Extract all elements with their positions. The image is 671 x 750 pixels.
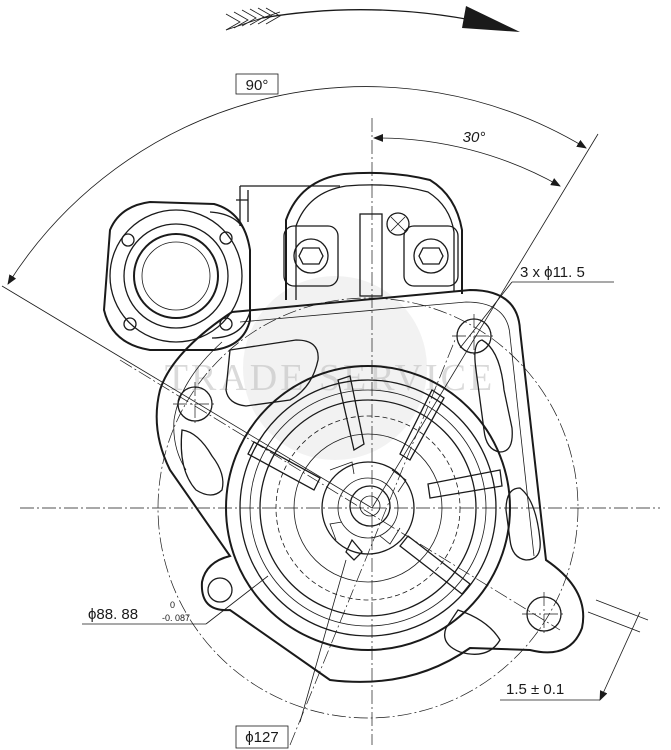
hidden-lines — [275, 415, 461, 601]
arrow-feathers — [225, 7, 281, 31]
terminal-right — [413, 238, 449, 274]
dimension-holes: 3 x ϕ11. 5 — [459, 264, 614, 349]
solenoid-plunger — [359, 213, 383, 297]
pilot-tolerance-upper: 0 — [170, 600, 175, 610]
connector-housing — [102, 200, 251, 351]
bolt-circle-label: ϕ127 — [245, 729, 278, 746]
watermark-text: TRADE SERVICE — [165, 357, 495, 399]
terminal-block-left — [283, 225, 339, 287]
angle-90-label: 90° — [246, 77, 269, 94]
dimension-angle-30: 30° — [373, 129, 561, 187]
terminal-left — [293, 238, 329, 274]
ribs — [247, 375, 503, 595]
pilot-diameter-label: ϕ88. 88 — [88, 606, 138, 623]
terminal-block-right — [403, 225, 459, 287]
pilot-circle — [225, 365, 511, 651]
dimension-bolt-circle: ϕ127 — [235, 559, 347, 749]
rotation-direction-arrow-icon — [225, 6, 520, 32]
bolt-holes — [173, 314, 566, 636]
main-housing — [225, 365, 511, 651]
watermark: TRADE SERVICE — [165, 276, 495, 460]
mounting-flange — [155, 288, 585, 683]
thickness-label: 1.5 ± 0.1 — [506, 681, 564, 698]
dimension-pilot: ϕ88. 88 0 -0. 087 — [82, 575, 269, 625]
dimension-angle-90: 90° — [1, 73, 599, 509]
dimension-thickness: 1.5 ± 0.1 — [500, 599, 649, 701]
solenoid — [236, 171, 463, 300]
pilot-tolerance-lower: -0. 087 — [162, 613, 190, 623]
watermark-disc — [243, 276, 427, 460]
holes-label: 3 x ϕ11. 5 — [520, 264, 585, 281]
terminal-screw-small — [386, 212, 410, 236]
angle-30-label: 30° — [463, 129, 486, 146]
